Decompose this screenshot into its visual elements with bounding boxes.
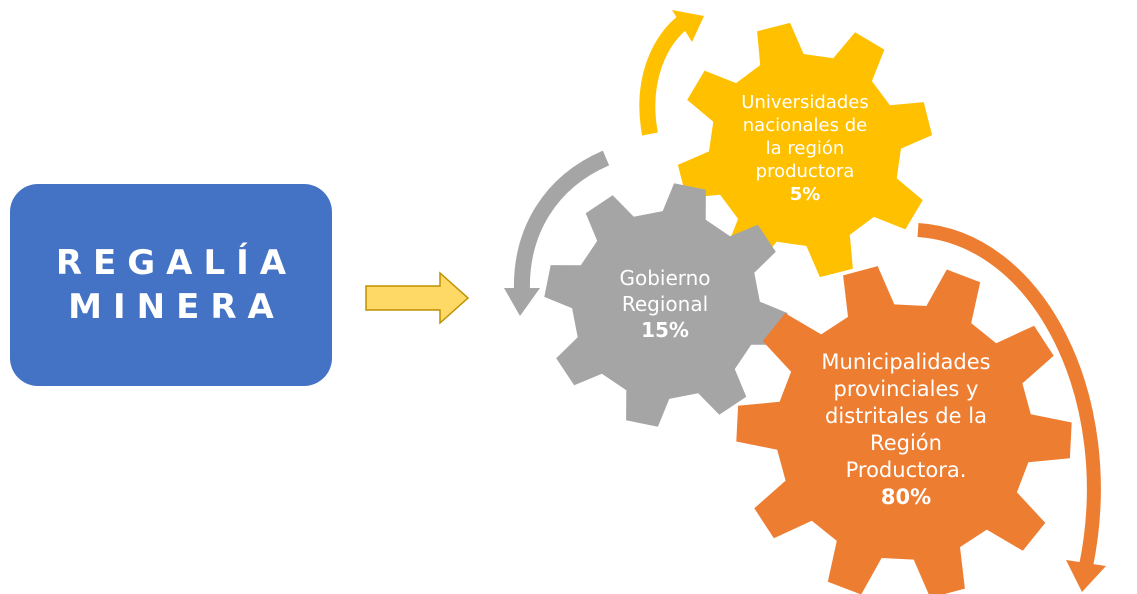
orange-line-4: Región: [870, 431, 942, 455]
orange-line-3: distritales de la: [825, 404, 987, 428]
yellow-percent: 5%: [789, 183, 821, 205]
gray-curved-arrow: [513, 150, 610, 293]
orange-line-2: provinciales y: [833, 377, 979, 401]
gear-gray-icon: [544, 183, 788, 427]
gray-percent: 15%: [641, 318, 689, 342]
orange-percent: 80%: [880, 485, 932, 509]
yellow-line-2: nacionales de: [742, 114, 868, 136]
gear-orange-label: Municipalidades provinciales y distrital…: [806, 342, 1006, 518]
yellow-curved-arrow: [639, 13, 691, 136]
gray-line-2: Regional: [621, 292, 709, 316]
gear-yellow-icon: [677, 22, 933, 278]
gear-orange-icon: [736, 266, 1072, 594]
orange-curved-arrow: [917, 223, 1101, 568]
yellow-line-4: productora: [755, 160, 855, 182]
gear-gray-label: Gobierno Regional 15%: [590, 258, 740, 350]
yellow-line-3: la región: [765, 137, 845, 159]
box-title-line-1: REGALÍA: [55, 243, 298, 283]
yellow-arrowhead-icon: [672, 10, 704, 42]
box-title-line-2: MINERA: [68, 287, 285, 327]
gray-line-1: Gobierno: [619, 266, 711, 290]
orange-line-1: Municipalidades: [821, 350, 991, 374]
right-arrow-icon: [365, 271, 470, 325]
orange-arrowhead-icon: [1066, 560, 1106, 592]
gear-yellow-label: Universidades nacionales de la región pr…: [730, 82, 880, 214]
orange-line-5: Productora.: [845, 458, 967, 482]
regalia-minera-box: REGALÍA MINERA: [10, 184, 332, 386]
yellow-line-1: Universidades: [741, 91, 869, 113]
gray-arrowhead-icon: [504, 288, 540, 316]
